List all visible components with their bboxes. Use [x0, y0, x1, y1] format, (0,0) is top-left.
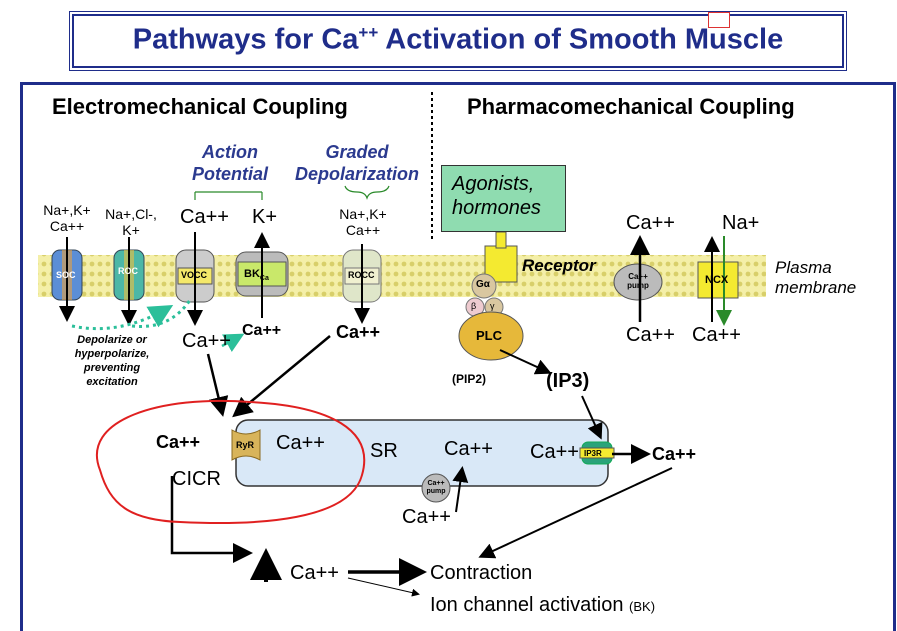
plc-label: PLC — [476, 328, 502, 343]
pump-ion-top: Ca++ — [626, 212, 675, 234]
ryr-shape — [231, 429, 261, 461]
sr-pump-label: Ca++ pump — [426, 480, 446, 495]
rocc-label: ROCC — [348, 270, 375, 280]
ca-pump-shape — [613, 263, 663, 301]
sr-pump-shape — [421, 473, 451, 503]
comment-marker[interactable] — [708, 12, 730, 28]
diagram-frame — [20, 82, 896, 631]
vocc-label: VOCC — [181, 270, 208, 280]
soc-ions-top: Na+,K+Ca++ — [43, 202, 91, 234]
plasma-membrane-label: Plasma membrane — [775, 258, 857, 297]
action-potential-label: Action Potential — [191, 142, 268, 184]
plc-shape — [458, 311, 524, 361]
soc-label: SOC — [56, 270, 76, 280]
ncx-shape — [697, 261, 739, 299]
right-section-header: Pharmacomechanical Coupling — [467, 94, 795, 119]
ncx-label: NCX — [705, 274, 729, 286]
ncx-ion-top: Na+ — [722, 212, 760, 234]
sr-label: SR — [370, 440, 398, 462]
rocc-ions-top: Na+,K+Ca++ — [339, 206, 387, 238]
page-title: Pathways for Ca++ Activation of Smooth M… — [132, 23, 784, 56]
graded-depolarization-label: Graded Depolarization — [294, 142, 419, 184]
ryr-label: RyR — [236, 440, 255, 450]
cicr-label: CICR — [172, 468, 221, 490]
pump-ion-in: Ca++ — [626, 324, 675, 346]
ncx-ion-in: Ca++ — [692, 324, 741, 346]
ip3r-ion-left: Ca++ — [530, 441, 579, 463]
bk-ion-top: K+ — [252, 206, 278, 228]
roc-ions-top: Na+,Cl-,K+ — [105, 206, 157, 238]
bk-label: BKCa — [244, 268, 269, 283]
ip3r-ion-right: Ca++ — [652, 444, 697, 464]
roc-label: ROC — [118, 266, 138, 276]
left-section-header: Electromechanical Coupling — [52, 94, 348, 119]
final-ca: Ca++ — [290, 562, 339, 584]
gamma-label: γ — [490, 301, 495, 311]
agonists-box: Agonists, hormones — [441, 165, 566, 232]
receptor-label: Receptor — [522, 256, 596, 275]
sr-pump-ion-in: Ca++ — [402, 506, 451, 528]
contraction-label: Contraction — [430, 562, 533, 584]
bk-ion-in: Ca++ — [242, 322, 282, 339]
ion-channel-activation-label: Ion channel activation (BK) — [430, 594, 656, 616]
ryr-ion-left: Ca++ — [156, 432, 201, 452]
vocc-ion-in: Ca++ — [182, 330, 231, 352]
ryr-ion-right: Ca++ — [276, 432, 325, 454]
sr-ion-mid: Ca++ — [444, 438, 493, 460]
beta-label: β — [471, 301, 477, 311]
vocc-ion-top: Ca++ — [180, 206, 229, 228]
ca-pump-label: Ca++ pump — [627, 272, 649, 290]
rocc-ion-in: Ca++ — [336, 322, 381, 342]
depolarize-note: Depolarize or hyperpolarize, preventing … — [74, 334, 150, 388]
pip2-label: (PIP2) — [452, 372, 487, 386]
ip3-label: (IP3) — [546, 370, 590, 392]
g-alpha-label: Gα — [476, 279, 490, 290]
ip3r-label: IP3R — [584, 449, 602, 458]
cicr-highlight — [96, 399, 366, 524]
